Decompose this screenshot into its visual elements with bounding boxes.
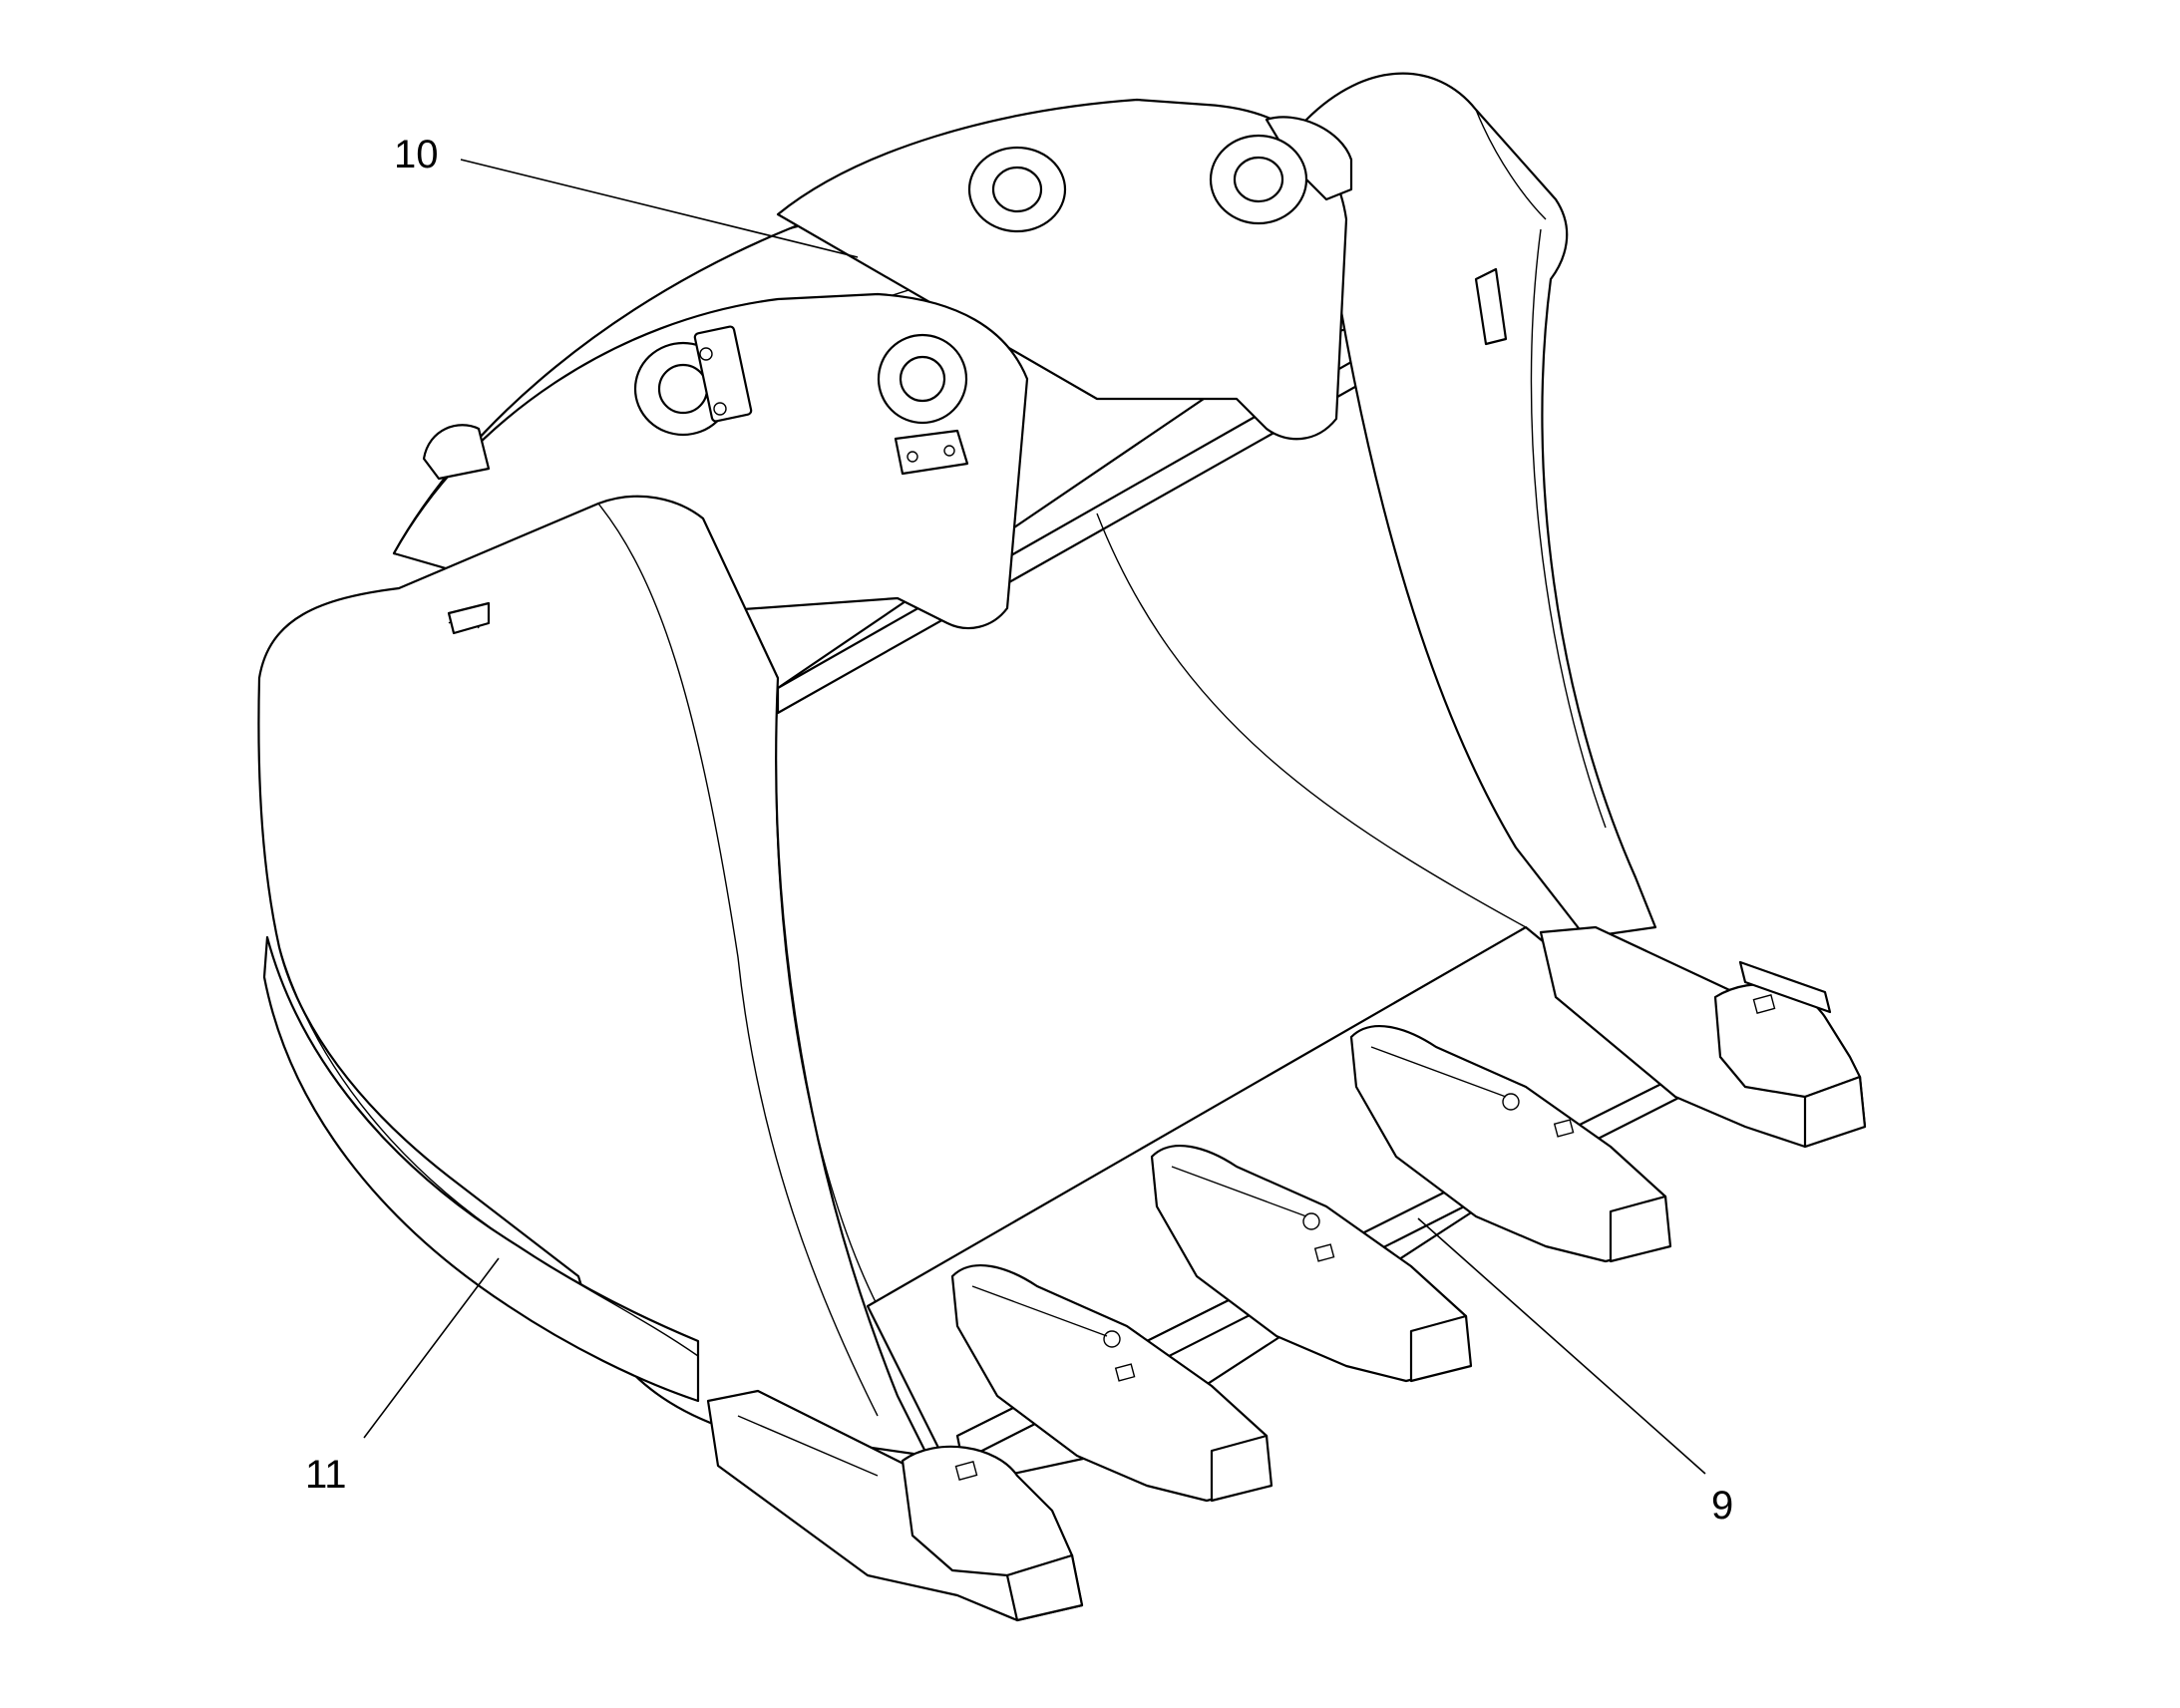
upper-lug-plate xyxy=(776,98,1353,441)
tooth-corner-left xyxy=(706,1389,1084,1622)
leader-line-11 xyxy=(363,1257,500,1439)
leader-line-9 xyxy=(1417,1217,1706,1475)
tooth-3 xyxy=(1150,1145,1473,1383)
bucket-teeth xyxy=(706,925,1867,1622)
tooth-2 xyxy=(950,1264,1273,1503)
callout-10: 10 xyxy=(394,133,439,176)
leader-lines xyxy=(363,159,1706,1475)
leader-line-10 xyxy=(460,159,859,258)
callout-9: 9 xyxy=(1711,1484,1733,1528)
bucket-inner-floor xyxy=(775,512,1527,1307)
tooth-corner-right xyxy=(1539,925,1867,1149)
bucket-right-side-plate xyxy=(1304,72,1657,939)
callout-11: 11 xyxy=(305,1453,347,1497)
tooth-4 xyxy=(1349,1025,1672,1263)
bottom-wear-strip xyxy=(262,935,700,1403)
callout-labels: 10 11 9 xyxy=(305,133,1733,1528)
